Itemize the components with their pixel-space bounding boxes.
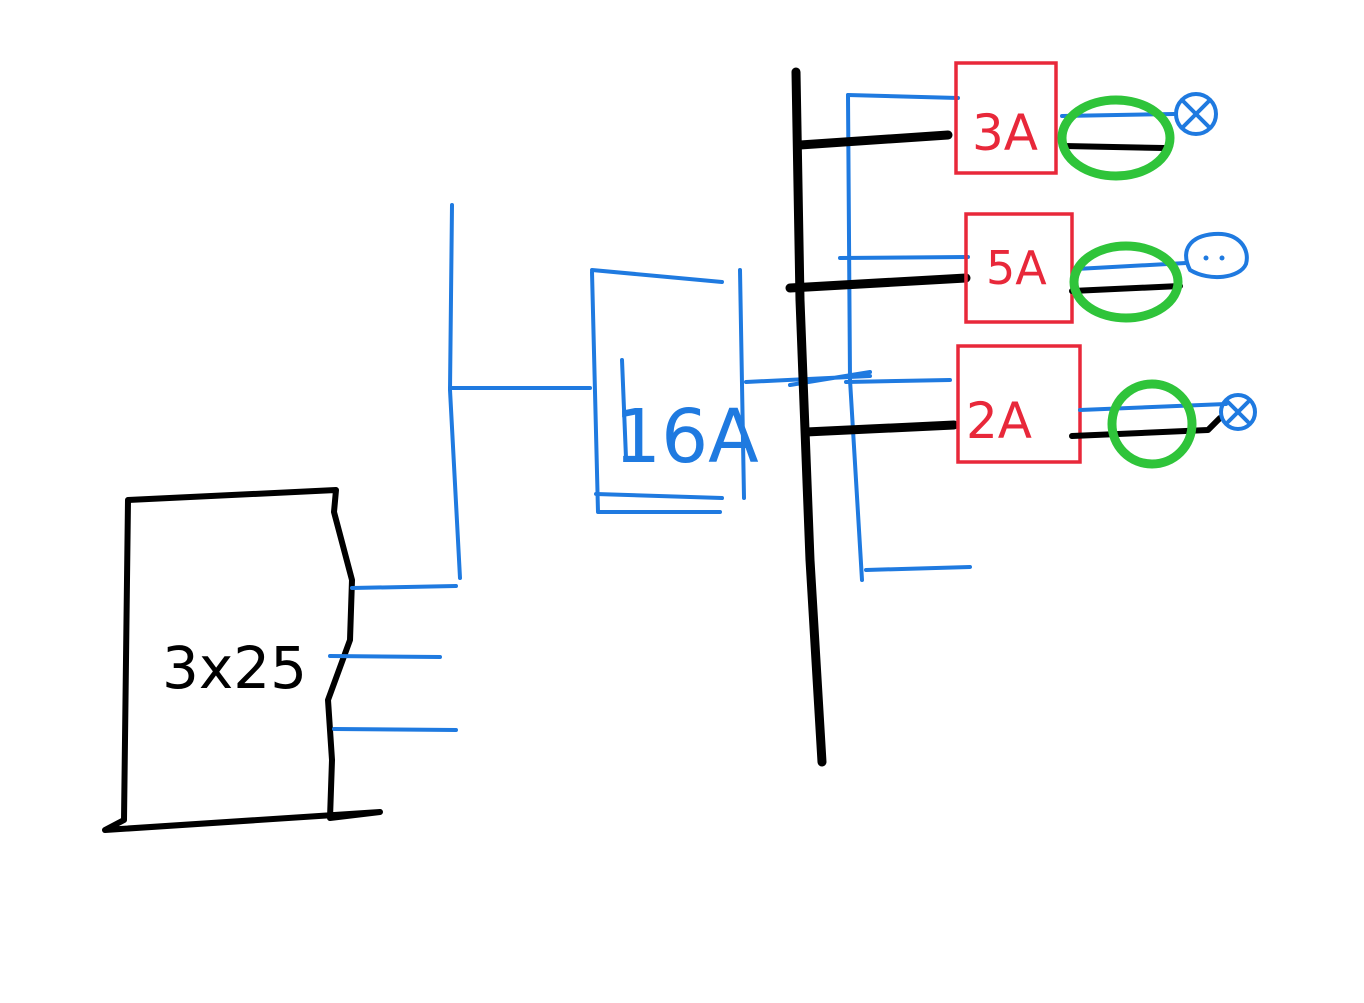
highlight-1 xyxy=(1057,95,1175,181)
lamp-icon xyxy=(1219,393,1257,431)
circuit-2: 5A xyxy=(964,212,1249,324)
circuit-3: 2A xyxy=(956,344,1257,469)
main-panel-label: 3x25 xyxy=(162,634,307,702)
breaker-3-label: 2A xyxy=(966,392,1032,450)
breaker-3 xyxy=(956,344,1082,464)
circuit-1: 3A xyxy=(954,61,1218,181)
breaker-2 xyxy=(964,212,1074,324)
highlight-3 xyxy=(1107,379,1197,469)
breaker-1-label: 3A xyxy=(972,104,1038,162)
main-breaker: 16A xyxy=(590,268,759,514)
busbar xyxy=(785,67,972,767)
main-panel: 3x25 xyxy=(102,487,383,833)
lamp-icon xyxy=(1174,92,1218,136)
main-breaker-label: 16A xyxy=(614,394,759,480)
highlight-2 xyxy=(1069,241,1183,323)
breaker-1 xyxy=(954,61,1058,175)
socket-icon xyxy=(1184,231,1249,280)
feeder-line xyxy=(448,203,592,580)
breaker-2-label: 5A xyxy=(986,241,1047,295)
phase-outputs xyxy=(328,584,458,732)
